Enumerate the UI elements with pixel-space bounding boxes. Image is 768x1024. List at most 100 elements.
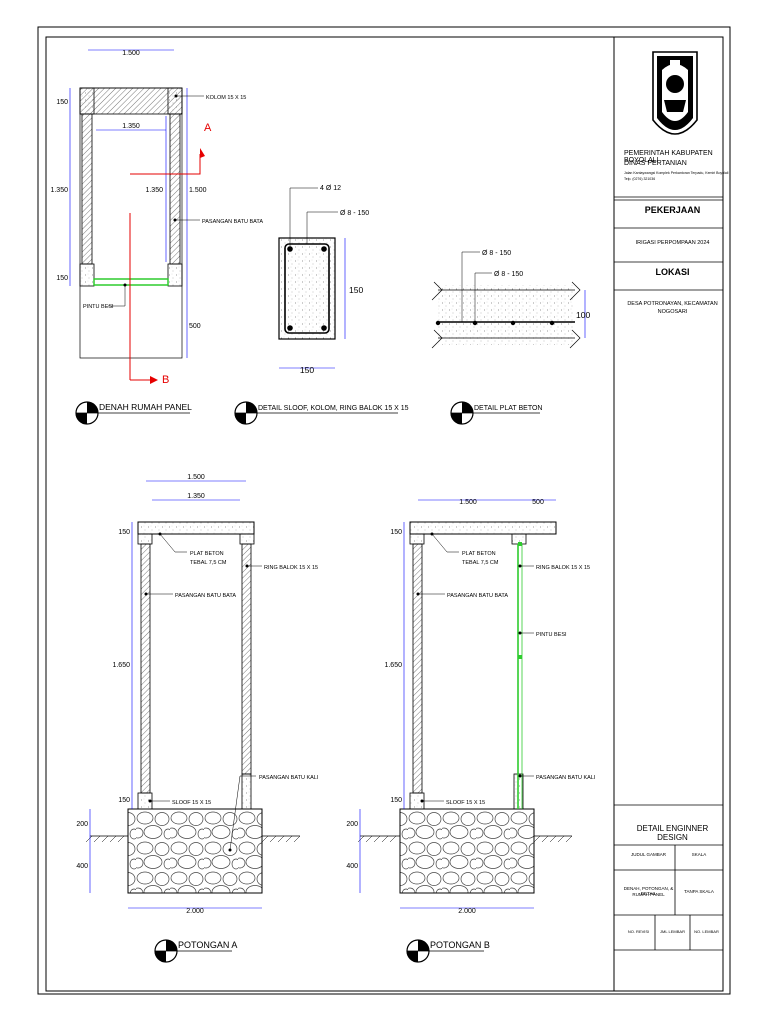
no-revisi-label: NO. REVISI (627, 929, 650, 934)
section-b-dim-150-top: 150 (390, 529, 402, 536)
section-a-label-plat: PLAT BETON (190, 551, 224, 557)
inner-border (45, 36, 724, 992)
sloof-label-rebar: 4 Ø 12 (320, 185, 341, 192)
plat-label-rebar1: Ø 8 - 150 (482, 250, 511, 257)
lokasi-line1: DESA POTRONAYAN, KECAMATAN (627, 301, 718, 307)
sloof-detail: 4 Ø 12 Ø 8 - 150 150 150 (278, 185, 369, 375)
agency-address: Jalan Kantaywangsi Komplek Perkantoran T… (624, 171, 729, 175)
sloof-label-stirrup: Ø 8 - 150 (340, 210, 369, 217)
section-a-dim-200: 200 (76, 821, 88, 828)
plan-dim-inner: 1.350 (122, 123, 140, 130)
section-a-title-symbol (154, 939, 232, 963)
sloof-section (278, 237, 336, 340)
section-a-label-tebal: TEBAL 7,5 CM (190, 560, 227, 566)
section-a-label-bata: PASANGAN BATU BATA (175, 593, 236, 599)
section-a-label-ring: RING BALOK 15 X 15 (264, 565, 318, 571)
lokasi-line2: NOGOSARI (657, 309, 688, 315)
section-a-drawing: 1.500 1.350 150 1.650 150 200 400 2.000 … (76, 474, 319, 915)
judul-gambar-line1: DENAH, POTONGAN, & DETAIL (623, 886, 674, 896)
plan-column (79, 263, 95, 287)
judul-gambar-line2: RUMAH PANEL (632, 892, 665, 897)
plan-right-wall (169, 113, 181, 265)
section-a-label-kali: PASANGAN BATU KALI (259, 775, 319, 781)
section-a-label-sloof: SLOOF 15 X 15 (172, 800, 211, 806)
section-b-label-pintu: PINTU BESI (536, 632, 567, 638)
plan-dim-right-bot: 500 (189, 323, 201, 330)
plan-dim-left-bot: 150 (56, 275, 68, 282)
plat-label-rebar2: Ø 8 - 150 (494, 271, 523, 278)
section-a-slab (137, 521, 255, 535)
rebar-dot (321, 246, 327, 252)
plan-door (93, 278, 169, 286)
plan-dim-right-mid: 1.350 (145, 187, 163, 194)
sloof-dim-w: 150 (300, 365, 314, 375)
agency-name: PEMERINTAH KABUPATEN BOYOLALI (624, 150, 713, 164)
jml-lembar-label: JML LEMBAR (660, 929, 685, 934)
section-b-label-tebal: TEBAL 7,5 CM (462, 560, 499, 566)
section-b-drawing: 1.500 500 150 1.650 150 200 400 2.000 PL… (346, 499, 596, 915)
outer-border (37, 26, 731, 995)
section-b-title: POTONGAN B (430, 940, 490, 950)
section-b-left-wall (412, 543, 423, 794)
section-b-dim-top: 1.500 (459, 499, 477, 506)
section-b-dim-height: 1.650 (384, 662, 402, 669)
section-b-label-sloof: SLOOF 15 X 15 (446, 800, 485, 806)
section-b-label-bata: PASANGAN BATU BATA (447, 593, 508, 599)
agency-phone: Telp. (0276) 321036 (624, 177, 656, 181)
plan-dim-right-outer: 1.500 (189, 187, 207, 194)
section-a-dim-bottom: 2.000 (186, 908, 204, 915)
no-lembar-label: NO. LEMBAR (694, 929, 719, 934)
pekerjaan-header: PEKERJAAN (644, 205, 701, 215)
section-a-right-wall (241, 543, 252, 775)
section-b-foundation (399, 808, 535, 894)
skala-value: TANPA SKALA (684, 889, 714, 894)
plan-section-mark-b: B (162, 374, 169, 386)
section-a-dim-top: 1.500 (187, 474, 205, 481)
section-b-label-kali: PASANGAN BATU KALI (536, 775, 596, 781)
section-b-dim-150-bot: 150 (390, 797, 402, 804)
plan-title: DENAH RUMAH PANEL (99, 402, 192, 412)
plan-label-pintu: PINTU BESI (83, 304, 114, 310)
sloof-dim-h: 150 (349, 285, 363, 295)
plan-top-wall (79, 87, 183, 115)
plan-drawing: 1.500 1.350 150 1.350 150 1.350 1.500 50… (50, 49, 263, 386)
plan-column (167, 87, 183, 115)
section-a-foundation (127, 808, 263, 894)
section-a-dim-height: 1.650 (112, 662, 130, 669)
section-b-slab (409, 521, 557, 535)
plat-dim: 100 (576, 310, 590, 320)
pekerjaan-value: IRIGASI PERPOMPAAN 2024 (635, 240, 710, 246)
plan-section-mark-a: A (204, 122, 212, 134)
plat-title: DETAIL PLAT BETON (474, 405, 542, 412)
section-b-dim-400: 400 (346, 863, 358, 870)
design-header: DETAIL ENGINNER DESIGN (636, 824, 709, 842)
plat-detail: Ø 8 - 150 Ø 8 - 150 100 (431, 250, 590, 349)
section-a-dim-400: 400 (76, 863, 88, 870)
rebar-dot (321, 325, 327, 331)
rebar-dot (287, 325, 293, 331)
section-a-dim-150-top: 150 (118, 529, 130, 536)
section-b-dim-bottom: 2.000 (458, 908, 476, 915)
regency-emblem-icon (652, 51, 698, 135)
section-a-dim-inner: 1.350 (187, 493, 205, 500)
plat-title-symbol (450, 401, 540, 425)
section-b-label-ring: RING BALOK 15 X 15 (536, 565, 590, 571)
section-b-label-plat: PLAT BETON (462, 551, 496, 557)
sloof-title: DETAIL SLOOF, KOLOM, RING BALOK 15 X 15 (258, 405, 409, 412)
section-a-title: POTONGAN A (178, 940, 237, 950)
section-a-left-wall (140, 543, 151, 794)
section-b-dim-200: 200 (346, 821, 358, 828)
section-b-dim-overhang: 500 (532, 499, 544, 506)
plan-label-pasangan: PASANGAN BATU BATA (202, 219, 263, 225)
plan-label-kolom: KOLOM 15 X 15 (206, 95, 246, 101)
title-block-grid (614, 196, 723, 951)
section-a-dim-150-bot: 150 (118, 797, 130, 804)
skala-label: SKALA (691, 852, 707, 857)
judul-gambar-label: JUDUL GAMBAR (630, 852, 667, 857)
plan-left-wall (81, 113, 93, 265)
sloof-title-symbol (234, 401, 398, 425)
plan-title-symbol (75, 401, 190, 425)
plan-column (167, 263, 183, 287)
title-block: PEMERINTAH KABUPATEN BOYOLALI DINAS PERT… (622, 37, 729, 991)
